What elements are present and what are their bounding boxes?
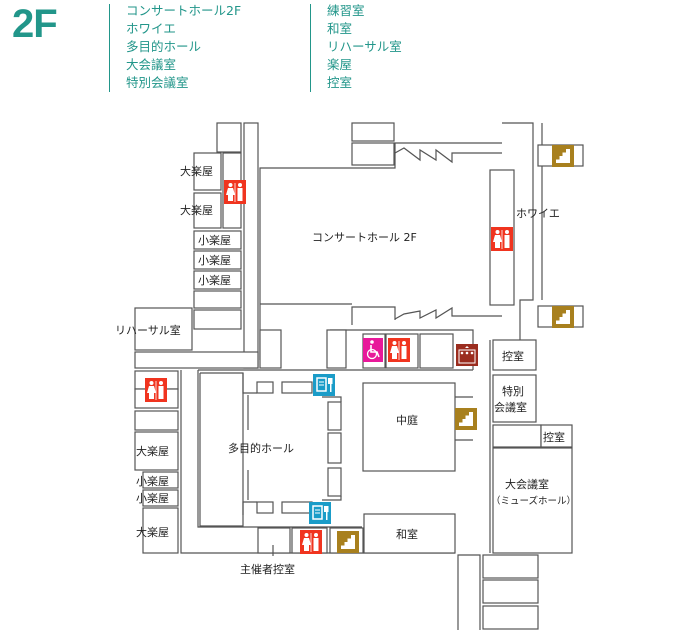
stairs-icon <box>552 145 574 167</box>
label-organizer-waiting-room: 主催者控室 <box>240 562 295 576</box>
room-small-dressing-1[interactable] <box>193 230 242 250</box>
concert-hall[interactable] <box>259 122 543 370</box>
label-small-dressing-room: 小楽屋 <box>198 274 231 287</box>
label-japanese-room: 和室 <box>396 527 418 541</box>
legend-item[interactable]: 多目的ホール <box>126 39 202 54</box>
legend-item[interactable]: リハーサル室 <box>327 39 402 54</box>
room-small-dressing-5[interactable] <box>142 489 179 507</box>
label-small-dressing-room: 小楽屋 <box>198 254 231 267</box>
stairs-icon <box>552 306 574 328</box>
legend-item[interactable]: 大会議室 <box>126 57 177 72</box>
label-rehearsal-room: リハーサル室 <box>115 323 181 337</box>
label-large-dressing-room: 大楽屋 <box>136 525 169 539</box>
label-multipurpose-hall: 多目的ホール <box>228 441 294 455</box>
label-large-meeting-room: 大会議室 <box>505 477 549 491</box>
service-counter-icon <box>308 501 332 525</box>
label-concert-hall: コンサートホール 2F <box>312 231 417 244</box>
legend-column-2: 練習室 和室 リハーサル室 楽屋 控室 <box>327 2 402 92</box>
label-large-dressing-room: 大楽屋 <box>180 203 213 217</box>
room-large-dressing-1[interactable] <box>193 152 222 191</box>
multipurpose-hall[interactable] <box>197 370 362 528</box>
legend-item[interactable]: 練習室 <box>327 3 365 18</box>
legend-item[interactable]: 和室 <box>327 21 353 36</box>
room-small-dressing-3[interactable] <box>193 270 242 290</box>
legend-column-1: コンサートホール2F ホワイエ 多目的ホール 大会議室 特別会議室 <box>126 2 241 92</box>
legend-item[interactable]: 楽屋 <box>327 57 353 72</box>
label-small-dressing-room: 小楽屋 <box>136 475 169 488</box>
label-special-meeting-1: 特別 <box>502 384 524 398</box>
label-waiting-room: 控室 <box>502 349 524 363</box>
restroom-icon <box>387 337 411 363</box>
wheelchair-icon <box>363 338 383 362</box>
room-rehearsal[interactable] <box>134 307 193 351</box>
room-small-dressing-4[interactable] <box>142 471 179 489</box>
label-large-dressing-room: 大楽屋 <box>136 444 169 458</box>
stairs-icon <box>455 408 477 430</box>
elevator-icon <box>456 344 478 366</box>
room-small-dressing-2[interactable] <box>193 250 242 270</box>
room-special-meeting[interactable] <box>492 374 537 423</box>
left-upper-wing <box>134 122 259 369</box>
legend-item[interactable]: コンサートホール2F <box>126 3 242 18</box>
label-special-meeting-2: 会議室 <box>494 400 527 414</box>
stairs-icon <box>337 531 359 553</box>
floor-label: 2F <box>12 2 58 46</box>
room-large-dressing-3[interactable] <box>134 431 179 471</box>
label-foyer: ホワイエ <box>516 207 560 220</box>
room-large-dressing-2[interactable] <box>193 192 222 229</box>
divider <box>109 4 110 92</box>
restroom-icon <box>144 377 168 403</box>
room-waiting[interactable] <box>492 339 537 371</box>
room-large-meeting[interactable] <box>492 447 573 554</box>
restroom-icon <box>223 179 247 205</box>
label-large-dressing-room: 大楽屋 <box>180 164 213 178</box>
room-waiting[interactable] <box>540 424 573 448</box>
label-large-meeting-room-sub: （ミューズホール） <box>491 495 576 507</box>
label-small-dressing-room: 小楽屋 <box>198 234 231 247</box>
restroom-icon <box>299 529 323 555</box>
legend-item[interactable]: 控室 <box>327 75 353 90</box>
service-counter-icon <box>312 373 336 397</box>
divider <box>310 4 311 92</box>
label-small-dressing-room: 小楽屋 <box>136 492 169 505</box>
room-japanese[interactable] <box>363 513 456 554</box>
legend-item[interactable]: ホワイエ <box>126 21 176 36</box>
room-large-dressing-4[interactable] <box>142 507 179 554</box>
restroom-icon <box>490 226 514 252</box>
label-courtyard: 中庭 <box>396 413 418 427</box>
courtyard <box>362 382 456 472</box>
label-waiting-room: 控室 <box>543 430 565 444</box>
legend-item[interactable]: 特別会議室 <box>126 75 189 90</box>
